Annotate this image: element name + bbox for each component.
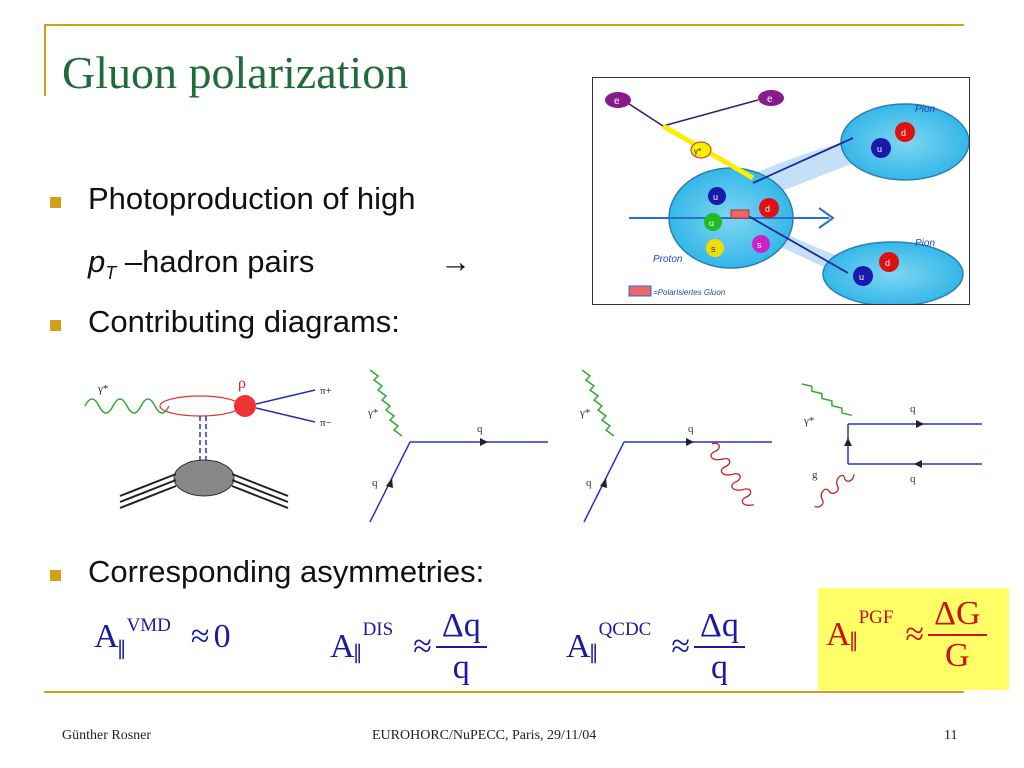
photoproduction-svg: e e γ* u u d s s u d u d Pion Pion Proto… <box>605 90 970 307</box>
pgf-q-top-label: q <box>910 403 916 415</box>
bullet-marker <box>50 320 61 331</box>
formula-vmd-parallel: ∥ <box>116 638 127 660</box>
vmd-pi-plus-label: π+ <box>320 385 332 397</box>
formula-qcdc-a: A <box>566 628 591 665</box>
bullet-photoproduction: Photoproduction of high <box>88 181 416 216</box>
formula-dis-approx: ≈ <box>413 628 432 665</box>
formula-qcdc-parallel: ∥ <box>588 641 599 664</box>
quark-s2-label: s <box>757 240 762 250</box>
footer-author: Günther Rosner <box>62 728 152 743</box>
quark-s-label: s <box>711 244 716 254</box>
pt-rest: –hadron pairs <box>116 244 315 279</box>
bullet-marker <box>50 197 61 208</box>
quark-u-label: u <box>713 192 718 202</box>
pion-top-label: Pion <box>915 104 935 115</box>
dis-q-out-label: q <box>477 423 483 435</box>
dis-q-in-label: q <box>372 477 378 489</box>
frame-top-line <box>44 24 964 26</box>
footer-line <box>44 691 964 693</box>
footer-page-number: 11 <box>944 728 958 743</box>
qcdc-svg: γ* q q <box>579 369 772 523</box>
pion-u-label: u <box>859 272 864 282</box>
pgf-highlight-box <box>818 588 1009 690</box>
quark-d-label: d <box>765 204 770 214</box>
formula-pgf-a: A <box>826 616 851 653</box>
vmd-pi-minus-label: π− <box>320 417 332 429</box>
formula-vmd-value: 0 <box>213 618 231 655</box>
formula-qcdc-label: QCDC <box>598 618 652 640</box>
pion-ubar-label: u <box>877 144 882 154</box>
vmd-rho-label: ρ <box>238 375 246 392</box>
e-in-label: e <box>614 96 620 107</box>
vmd-gamma-label: γ* <box>97 383 108 395</box>
diagram-dis: γ* q q <box>362 366 552 526</box>
pion-bottom-label: Pion <box>915 238 935 249</box>
diagram-vmd: γ* ρ π+ π− <box>80 366 360 526</box>
diagram-qcdc: γ* q q <box>576 366 776 526</box>
vmd-svg: γ* ρ π+ π− <box>84 375 332 509</box>
pgf-g-label: g <box>812 469 818 481</box>
quark-u2-label: u <box>709 218 714 228</box>
qcdc-q-in-label: q <box>586 477 592 489</box>
formula-pgf-approx: ≈ <box>905 616 925 653</box>
diagram-pgf: γ* q q g <box>798 366 986 526</box>
gamma-label: γ* <box>694 147 701 156</box>
formula-pgf-parallel: ∥ <box>848 629 859 652</box>
proton-label: Proton <box>653 254 683 265</box>
legend-label: =Polarisiertes Gluon <box>653 288 726 297</box>
pt-p: p <box>88 244 106 279</box>
bullet-corresponding-asymmetries: Corresponding asymmetries: <box>88 554 485 589</box>
e-out-label: e <box>767 94 773 105</box>
bullet-contributing-diagrams: Contributing diagrams: <box>88 304 400 339</box>
pgf-q-bottom-label: q <box>910 473 916 485</box>
formula-dis-parallel: ∥ <box>352 641 363 664</box>
dis-gamma-label: γ* <box>367 407 378 419</box>
formula-dis-a: A <box>330 628 355 665</box>
slide-title: Gluon polarization <box>62 47 409 98</box>
formula-dis-denominator: q <box>452 649 470 686</box>
frame-left-line <box>44 24 46 96</box>
formula-pgf-numerator: ΔG <box>928 594 987 636</box>
formula-vmd-approx: ≈ <box>190 618 210 655</box>
formula-dis-numerator: Δq <box>435 606 487 648</box>
pt-subscript: T <box>105 263 117 284</box>
formula-pgf-label: PGF <box>858 606 894 628</box>
qcdc-q-out-label: q <box>688 423 694 435</box>
photoproduction-illustration: e e γ* u u d s s u d u d Pion Pion Proto… <box>592 77 970 307</box>
bullet-marker <box>50 570 61 581</box>
formula-vmd-a: A <box>94 618 119 655</box>
qcdc-gamma-label: γ* <box>579 407 590 419</box>
right-arrow: → <box>440 244 471 279</box>
dis-svg: γ* q q <box>367 369 548 523</box>
pion-dbar-label: d <box>885 258 890 268</box>
pgf-gamma-label: γ* <box>803 415 814 427</box>
formula-dis-label: DIS <box>362 618 394 640</box>
formula-pgf-denominator: G <box>945 637 970 674</box>
formula-vmd: A∥VMD ≈ 0 <box>94 615 231 660</box>
formula-qcdc-numerator: Δq <box>694 606 745 648</box>
formula-qcdc-denominator: q <box>710 649 728 686</box>
pion-d-label: d <box>901 128 906 138</box>
pgf-svg: γ* q q g <box>801 383 982 508</box>
pt-hadron-pairs: pT –hadron pairs <box>88 244 314 284</box>
footer-event: EUROHORC/NuPECC, Paris, 29/11/04 <box>372 728 597 743</box>
formula-qcdc-approx: ≈ <box>671 628 691 665</box>
formula-vmd-label: VMD <box>126 615 171 636</box>
